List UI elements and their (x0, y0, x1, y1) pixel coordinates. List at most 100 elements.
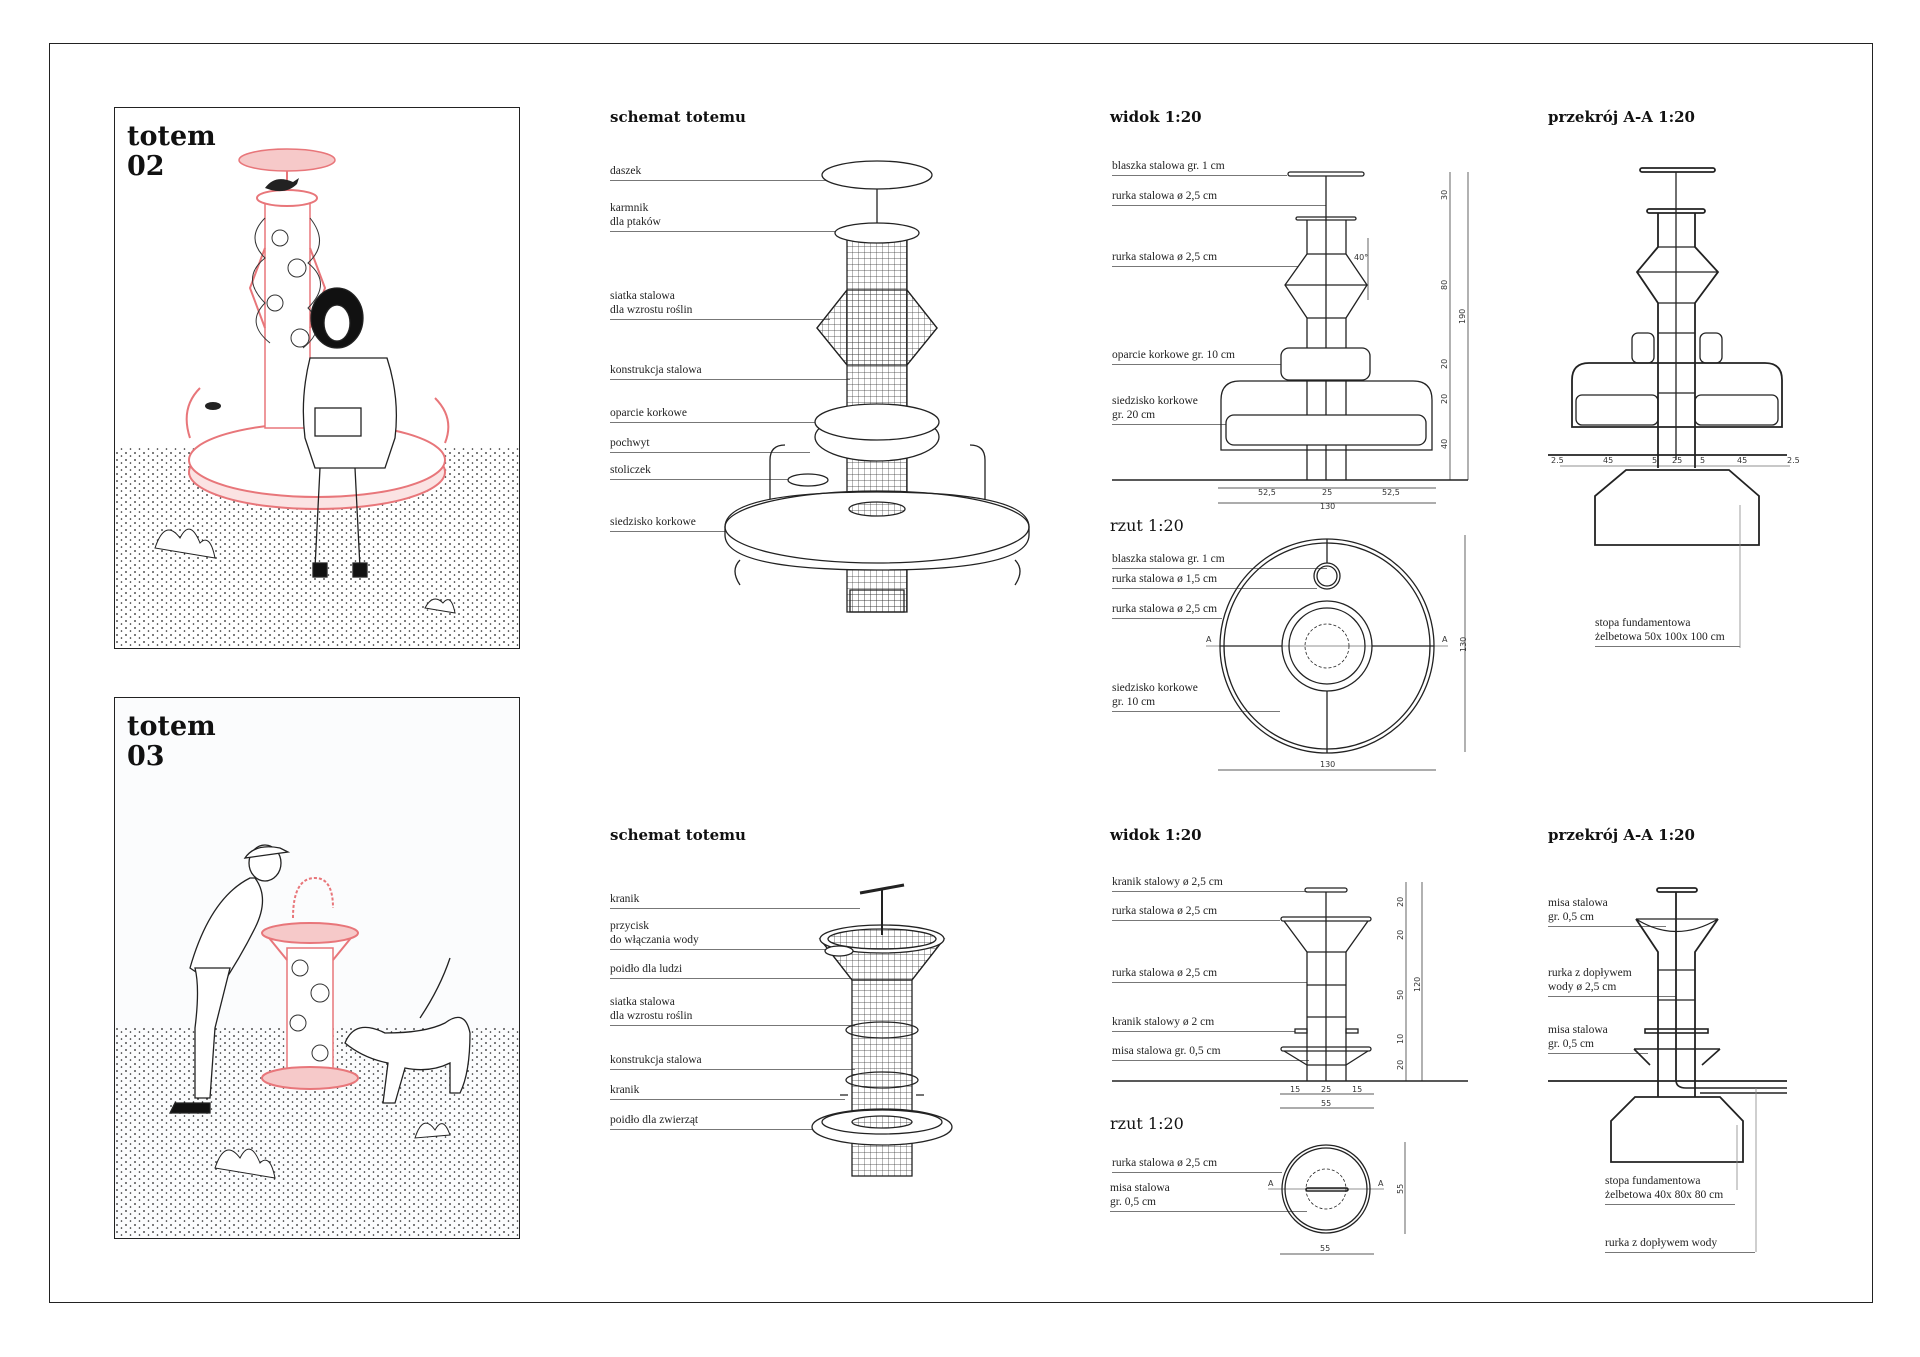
section-mark: A (1378, 1179, 1384, 1188)
label-oparcie: oparcie korkowe (610, 406, 820, 423)
heading-widok-1: widok 1:20 (1110, 108, 1202, 126)
dim-text: 2.5 (1787, 456, 1800, 465)
dim-text: 20 (1440, 394, 1449, 404)
label-kranik: kranik (610, 1083, 845, 1100)
heading-schemat-2: schemat totemu (610, 826, 746, 844)
label-rurka: rurka stalowa ø 2,5 cm (1112, 602, 1222, 619)
label-siatka: siatka stalowa dla wzrostu roślin (610, 289, 830, 320)
angle-text: 40° (1354, 253, 1368, 262)
dim-text: 45 (1737, 456, 1747, 465)
label-blaszka: blaszka stalowa gr. 1 cm (1112, 552, 1327, 569)
rzut-1-drawing (1206, 535, 1466, 771)
heading-schemat-1: schemat totemu (610, 108, 746, 126)
label-misa: misa stalowa gr. 0,5 cm (1548, 1023, 1648, 1054)
dim-text: 55 (1320, 1244, 1330, 1253)
label-siedzisko: siedzisko korkowe gr. 20 cm (1112, 394, 1280, 425)
heading-rzut-1: rzut 1:20 (1110, 516, 1184, 535)
heading-widok-2: widok 1:20 (1110, 826, 1202, 844)
rzut-2-dimensions: A A 55 55 (1268, 1179, 1405, 1253)
person-with-laptop (302, 287, 398, 578)
section-mark: A (1268, 1179, 1274, 1188)
dim-text: 20 (1396, 897, 1405, 907)
heading-przekroj-2: przekrój A-A 1:20 (1548, 826, 1695, 844)
dim-text: 45 (1603, 456, 1613, 465)
section-mark: A (1442, 635, 1448, 644)
label-rurka: rurka stalowa ø 2,5 cm (1112, 250, 1298, 267)
label-daszek: daszek (610, 164, 830, 181)
plants (289, 959, 330, 1062)
label-rurka: rurka stalowa ø 2,5 cm (1112, 1156, 1282, 1173)
widok-2-drawing (1112, 882, 1468, 1109)
label-kranik: kranik (610, 892, 860, 909)
ground-plant (214, 1122, 451, 1179)
label-kranik: kranik stalowy ø 2 cm (1112, 1015, 1295, 1032)
animal-drinking-bowl (261, 1066, 359, 1090)
dim-text: 130 (1459, 637, 1468, 652)
bird (265, 178, 299, 192)
schemat-2-drawing (811, 883, 953, 1177)
dim-text: 55 (1396, 1184, 1405, 1194)
widok-2-dimensions: 15 25 15 55 20 20 50 10 20 120 (1290, 897, 1422, 1108)
dim-text: 10 (1396, 1034, 1405, 1044)
label-stopa: stopa fundamentowa żelbetowa 40x 80x 80 … (1605, 1174, 1735, 1205)
przekroj-1-dimensions: 2.5 45 5 25 5 45 2.5 (1551, 456, 1800, 465)
dim-text: 15 (1352, 1085, 1362, 1094)
label-rurka: rurka stalowa ø 2,5 cm (1112, 904, 1280, 921)
label-rurka: rurka stalowa ø 2,5 cm (1112, 966, 1307, 983)
label-rurka-doplyw: rurka z dopływem wody ø 2,5 cm (1548, 966, 1676, 997)
heading-rzut-2: rzut 1:20 (1110, 1114, 1184, 1133)
dim-text: 5 (1652, 456, 1657, 465)
totem-03-scene (115, 844, 519, 1238)
dim-text: 2.5 (1551, 456, 1564, 465)
dim-text: 20 (1396, 930, 1405, 940)
dim-text: 80 (1440, 280, 1449, 290)
handrail (185, 387, 450, 444)
illustration-totem-02: totem 02 (114, 107, 520, 649)
label-karmnik: karmnik dla ptaków (610, 201, 840, 232)
dim-text: 20 (1396, 1060, 1405, 1070)
przekroj-2-drawing (1548, 887, 1787, 1252)
section-mark: A (1206, 635, 1212, 644)
przekroj-1-drawing (1548, 167, 1790, 648)
label-pochwyt: pochwyt (610, 436, 810, 453)
dim-text: 30 (1440, 190, 1449, 200)
dim-text: 120 (1413, 977, 1422, 992)
water-tap (292, 876, 334, 919)
dim-text: 20 (1440, 359, 1449, 369)
label-rurka: rurka stalowa ø 2,5 cm (1112, 189, 1326, 206)
totem-02-scene (115, 148, 519, 648)
schemat-1-drawing (724, 160, 1030, 613)
dim-text: 52,5 (1258, 488, 1276, 497)
label-rurka-doplyw-wody: rurka z dopływem wody (1605, 1236, 1755, 1253)
human-drinking-bowl (261, 922, 359, 944)
dim-text: 40 (1440, 439, 1449, 449)
dim-text: 5 (1700, 456, 1705, 465)
cup (205, 402, 221, 410)
board-frame (49, 43, 1873, 1303)
dog (344, 957, 471, 1104)
label-konstrukcja: konstrukcja stalowa (610, 1053, 855, 1070)
rzut-1-dimensions: A A 130 130 (1206, 635, 1468, 769)
dim-text: 50 (1396, 990, 1405, 1000)
dim-text: 25 (1321, 1085, 1331, 1094)
person-leaning (168, 844, 291, 1114)
dim-text: 25 (1322, 488, 1332, 497)
label-oparcie: oparcie korkowe gr. 10 cm (1112, 348, 1297, 365)
dim-text: 52,5 (1382, 488, 1400, 497)
dim-text: 190 (1458, 309, 1467, 324)
label-poidlo-ludzi: poidło dla ludzi (610, 962, 850, 979)
illustration-totem-03: totem 03 (114, 697, 520, 1239)
label-misa: misa stalowa gr. 0,5 cm (1112, 1044, 1309, 1061)
label-misa: misa stalowa gr. 0,5 cm (1110, 1181, 1307, 1212)
label-siatka: siatka stalowa dla wzrostu roślin (610, 995, 855, 1026)
label-przycisk: przycisk do włączania wody (610, 919, 835, 950)
dim-text: 15 (1290, 1085, 1300, 1094)
label-rurka: rurka stalowa ø 1,5 cm (1112, 572, 1317, 589)
label-blaszka: blaszka stalowa gr. 1 cm (1112, 159, 1287, 176)
mesh-column (286, 947, 334, 1079)
dim-text: 130 (1320, 760, 1335, 769)
heading-przekroj-1: przekrój A-A 1:20 (1548, 108, 1695, 126)
dim-text: 25 (1672, 456, 1682, 465)
